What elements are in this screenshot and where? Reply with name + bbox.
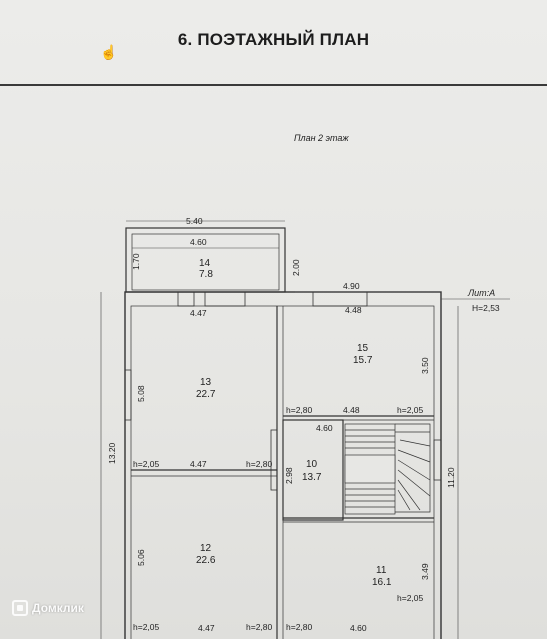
header-divider	[0, 84, 547, 86]
height-label: H=2,53	[472, 303, 500, 313]
door-14	[177, 291, 195, 307]
window-left	[124, 369, 132, 421]
room-12-area: 22.6	[196, 555, 216, 566]
room-11-number: 11	[376, 565, 387, 576]
h-205-left: h=2,05	[133, 459, 160, 469]
dim-490: 4.90	[343, 281, 360, 291]
room-15-area: 15.7	[353, 355, 373, 366]
room-14-number: 14	[199, 258, 211, 269]
dim-540: 5.40	[186, 216, 203, 226]
dim-506: 5.06	[136, 549, 146, 566]
h-280-bottom-2: h=2,80	[286, 622, 313, 632]
room-14-area: 7.8	[199, 269, 213, 280]
domclick-logo-icon	[12, 600, 28, 616]
door-13-10	[270, 429, 278, 491]
h-205-right: h=2,05	[397, 593, 424, 603]
dim-447-bottom: 4.47	[198, 623, 215, 633]
staircase	[344, 423, 431, 515]
window-15-top	[312, 291, 368, 307]
domclick-watermark: Домклик	[12, 600, 84, 616]
hand-cursor-icon: ☝	[100, 44, 118, 60]
dim-349: 3.49	[420, 563, 430, 580]
h-280-left: h=2,80	[246, 459, 273, 469]
h-205-mid: h=2,05	[397, 405, 424, 415]
room-13-number: 13	[200, 377, 212, 388]
dim-1320: 13.20	[107, 442, 117, 464]
dim-1120: 11.20	[446, 467, 456, 488]
dim-508: 5.08	[136, 385, 146, 402]
room-15-number: 15	[357, 343, 369, 354]
dim-448-top: 4.48	[345, 305, 362, 315]
window-13-top	[204, 291, 246, 307]
room-10-number: 10	[306, 459, 318, 470]
room-13-area: 22.7	[196, 389, 216, 400]
window-right	[433, 439, 442, 481]
dim-298: 2.98	[284, 467, 294, 484]
room-10-area: 13.7	[302, 472, 322, 483]
h-205-bottom: h=2,05	[133, 622, 160, 632]
h-280-bottom-1: h=2,80	[246, 622, 273, 632]
room-14-inner	[131, 233, 280, 291]
dim-448-mid: 4.48	[343, 405, 360, 415]
dim-460-mid: 4.60	[316, 423, 333, 433]
dim-350: 3.50	[420, 357, 430, 374]
room-11-area: 16.1	[372, 577, 392, 588]
h-280-mid: h=2,80	[286, 405, 313, 415]
dim-460-bottom: 4.60	[350, 623, 367, 633]
dim-447-mid: 4.47	[190, 459, 207, 469]
room-12-number: 12	[200, 543, 212, 554]
page-title: 6. ПОЭТАЖНЫЙ ПЛАН	[177, 30, 370, 49]
dim-170: 1.70	[131, 253, 141, 270]
plan-caption: План 2 этаж	[294, 133, 349, 143]
watermark-text: Домклик	[32, 601, 84, 615]
dim-200: 2.00	[291, 259, 301, 276]
dim-460-top: 4.60	[190, 237, 207, 247]
lit-label: Лит:А	[467, 288, 495, 298]
dim-447-top: 4.47	[190, 308, 207, 318]
